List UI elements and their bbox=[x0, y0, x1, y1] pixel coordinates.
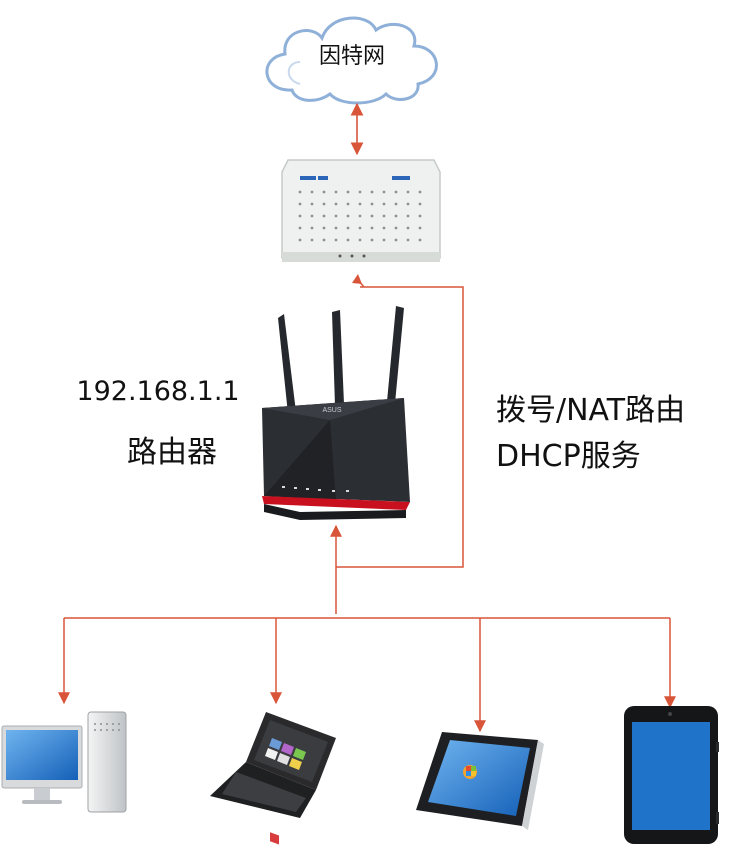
uplink-arrowhead bbox=[352, 274, 362, 284]
tablet-icon bbox=[624, 706, 719, 844]
router-modem-uplink bbox=[336, 286, 464, 568]
cloud-label: 因特网 bbox=[319, 44, 385, 69]
laptop-icon bbox=[210, 712, 336, 845]
desktop-computer-icon bbox=[1, 711, 127, 813]
dhcp-service-label: DHCP服务 bbox=[496, 439, 641, 474]
wifi-router-icon: ASUS bbox=[262, 306, 410, 520]
router-name-label: 路由器 bbox=[127, 435, 217, 470]
dialup-nat-label: 拨号/NAT路由 bbox=[496, 393, 685, 428]
router-ip-label: 192.168.1.1 bbox=[76, 376, 239, 407]
modem-icon bbox=[281, 159, 441, 262]
router-brand-logo: ASUS bbox=[322, 407, 341, 414]
windows-tablet-icon bbox=[416, 732, 544, 830]
